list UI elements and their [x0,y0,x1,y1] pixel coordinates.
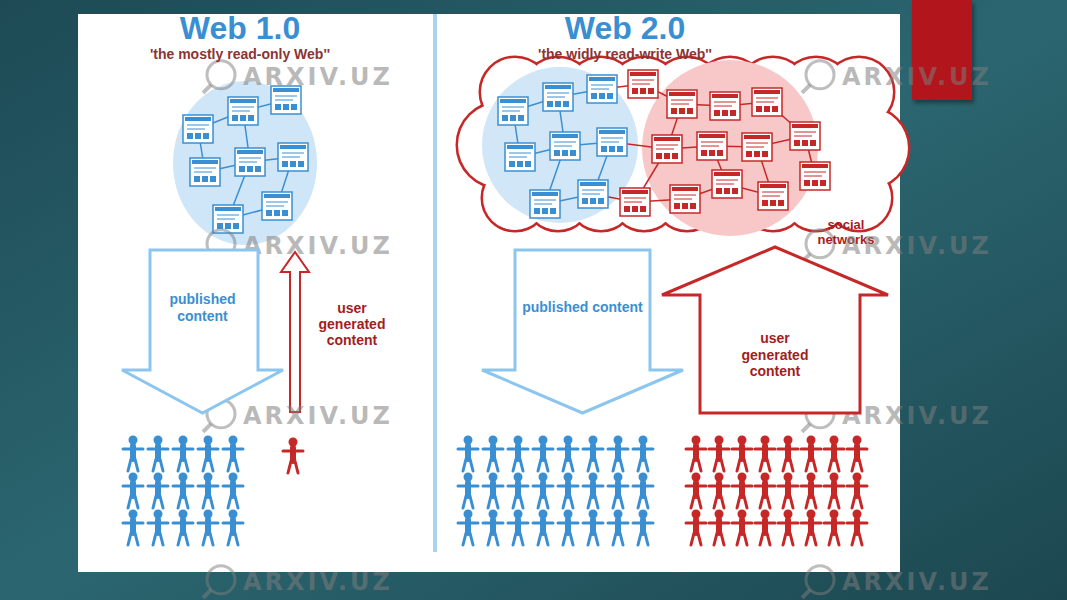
arrow-label: user generated content [729,330,821,380]
arrow-label: published content [522,299,643,316]
web-pages [183,70,830,233]
watermark: ARXIV.UZ [243,569,393,597]
panel-title: Web 2.0 [565,10,685,47]
caption-label: user generated content [306,300,398,348]
watermark: ARXIV.UZ [842,64,992,92]
watermark: ARXIV.UZ [842,233,992,261]
arrow-outline-path [482,250,683,413]
people [123,436,867,546]
arrow-outline [120,248,285,415]
watermark: ARXIV.UZ [243,403,393,431]
image-panel [78,14,900,572]
divider-line [433,14,437,552]
arrow-outline [480,248,685,415]
panel-title: Web 1.0 [180,10,300,47]
arrow-outline-path [122,250,283,413]
down-arrow-shape: published content [120,248,285,415]
watermark: ARXIV.UZ [842,403,992,431]
watermark: ARXIV.UZ [243,233,393,261]
page-links [198,84,815,219]
watermark: ARXIV.UZ [243,64,393,92]
watermark: ARXIV.UZ [842,569,992,597]
up-arrow-shape: user generated content [660,245,890,415]
arrow-outline-path [662,247,888,413]
caption-label: 'the widly read-write Web'' [538,46,712,62]
thin-up-arrow [281,252,309,412]
cloud [458,58,908,236]
arrow-label: published content [155,291,251,325]
caption-label: 'the mostly read-only Web'' [150,46,330,62]
down-arrow-shape: published content [480,248,685,415]
